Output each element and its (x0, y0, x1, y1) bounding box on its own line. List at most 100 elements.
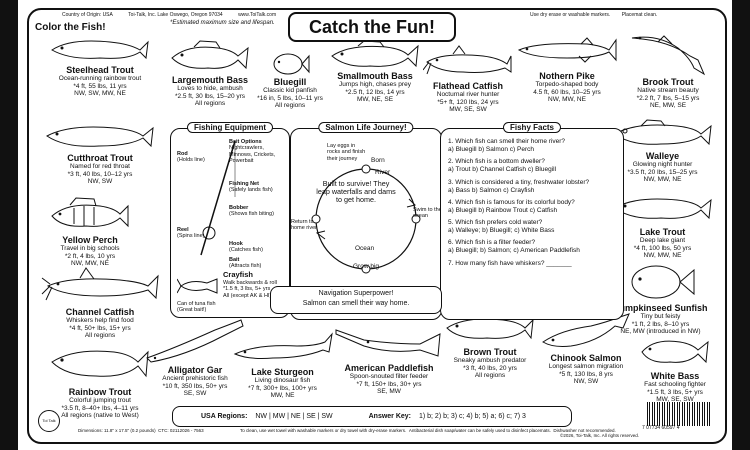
fish-bluegill: Bluegill Classic kid panfish *16 in, 5 l… (248, 52, 332, 110)
fish-desc: Fast schooling fighter (644, 381, 706, 389)
fish-stat: *16 in, 5 lbs, 10–11 yrs (257, 94, 323, 102)
fish-region: SE, SW (183, 390, 207, 398)
fish-name: Channel Catfish (65, 307, 135, 317)
rod-label: Rod(Holds line) (177, 151, 205, 164)
fact-question-2: 2. Which fish is a bottom dweller?a) Tro… (448, 158, 618, 174)
fish-name: Pumpkinseed Sunfish (613, 303, 708, 313)
fish-stat: *3.5 ft, 8–40+ lbs, 4–11 yrs (61, 404, 139, 412)
bluegill-drawing (273, 53, 310, 75)
bobber-label: Bobber(Shows fish biting) (229, 205, 285, 218)
fish-desc: Living dinosaur fish (254, 377, 311, 385)
bait-sub: (Attracts fish) (229, 263, 262, 270)
fish-name: Nothern Pike (539, 71, 595, 81)
fish-region: NE, MW (introduced in NW) (620, 328, 701, 336)
fish-stat: *7 ft, 150+ lbs, 30+ yrs (356, 380, 422, 388)
fact-question-5: 5. Which fish prefers cold water?a) Wall… (448, 219, 618, 235)
nav-line-1: Navigation Superpower! (318, 290, 394, 297)
fish-stat: *2.5 ft, 30 lbs, 15–20 yrs (174, 92, 246, 100)
northern-pike-drawing (517, 37, 617, 63)
fish-name: Largemouth Bass (171, 75, 249, 85)
fish-desc: Sneaky ambush predator (453, 357, 527, 365)
fishing-rod-icon (200, 140, 236, 256)
rod-label-text: Rod (177, 151, 188, 157)
born-label: Born (371, 157, 385, 164)
fish-desc: Torpedo-shaped body (535, 81, 599, 89)
fish-yellow-perch: Yellow Perch Travel in big schools *2 ft… (35, 196, 145, 268)
question-text: 6. Which fish is a filter feeder? (448, 239, 536, 247)
fish-stat: *3 ft, 40 lbs, 20 yrs (463, 364, 517, 372)
fish-name: Brook Trout (642, 77, 694, 87)
header-origin-line: Country of Origin: USA Toi-Talk, Inc. La… (62, 12, 290, 18)
bait-options-sub: Nightcrawlers, Minnows, Crickets, Powerb… (229, 145, 276, 164)
fishy-facts-list: 1. Which fish can smell their home river… (448, 138, 618, 272)
bait-text: Bait (229, 257, 240, 263)
origin-text: Country of Origin: USA (62, 12, 113, 18)
crayfish-name: Crayfish (223, 270, 254, 279)
question-text: 7. How many fish have whiskers? _______ (448, 259, 572, 267)
fish-name: Brown Trout (463, 347, 517, 357)
hook-label: Hook(Catches fish) (229, 241, 285, 254)
fish-region: MW, SE, SW (449, 106, 487, 114)
alligator-gar-drawing (146, 319, 244, 363)
fish-northern-pike: Nothern Pike Torpedo-shaped body 4.5 ft,… (512, 30, 622, 104)
fish-steelhead-trout: Steelhead Trout Ocean-running rainbow tr… (35, 36, 165, 98)
regions-answer-bar: USA Regions: NW | MW | NE | SE | SW Answ… (172, 406, 572, 427)
crayfish-region: All (except AK & HI) (223, 292, 272, 299)
fishing-net-sub: (Safely lands fish) (229, 187, 273, 194)
fish-name: Rainbow Trout (68, 387, 132, 397)
lake-trout-drawing (613, 198, 712, 220)
fish-stat: *4 ft, 55 lbs, 11 yrs (73, 82, 127, 90)
bobber-text: Bobber (229, 205, 249, 211)
lay-eggs-label: Lay eggs in rocks and finish their journ… (327, 143, 366, 162)
fish-stat: *3 ft, 40 lbs, 10–12 yrs (67, 170, 133, 178)
crayfish-drawing (177, 278, 218, 294)
fish-stat: *5+ ft, 120 lbs, 24 yrs (437, 98, 499, 106)
clean-text: To clean, use wet towel with washable ma… (240, 428, 407, 433)
brook-trout-drawing (631, 35, 706, 76)
channel-catfish-drawing (41, 267, 159, 301)
pumpkinseed-sunfish-drawing (631, 265, 694, 299)
fish-american-paddlefish: American Paddlefish Spoon-snouted filter… (330, 322, 448, 396)
company-text: Toi-Talk, Inc. Lake Oswego, Oregon 97034 (128, 12, 223, 18)
fish-stat: *4 ft, 50+ lbs, 15+ yrs (69, 324, 131, 332)
return-label: Return to home river (291, 219, 317, 232)
fact-question-7: 7. How many fish have whiskers? _______ (448, 260, 618, 268)
fish-region: SE, MW (377, 388, 401, 396)
smallmouth-bass-drawing (331, 40, 419, 68)
page-title: Catch the Fun! (288, 12, 456, 42)
fish-desc: Ocean-running rainbow trout (58, 75, 142, 83)
answer-options: a) Bluegill; b) Salmon; c) American Padd… (448, 247, 580, 255)
can-sub: (Great bait!) (177, 307, 207, 314)
fish-stat: *3.5 ft, 20 lbs, 15–25 yrs (627, 168, 698, 176)
fish-region: MW, SE, SW (656, 396, 694, 404)
bait-options-text: Bait Options (229, 139, 262, 145)
fish-region: NE, MW, SE (649, 102, 687, 110)
can-text: Can of tuna fish (177, 301, 216, 307)
navigation-superpower-box: Navigation Superpower! Salmon can smell … (270, 286, 442, 314)
reel-label: Reel(Spins line) (177, 227, 205, 240)
fish-desc: Classic kid panfish (263, 87, 317, 95)
salmon-life-journey-title: Salmon Life Journey! (318, 122, 414, 133)
dimensions-text: Dimensions: 11.8" x 17.5" (0.2 pounds) (78, 428, 156, 433)
fish-stat: *4 ft, 100 lbs, 50 yrs (633, 244, 692, 252)
crayfish-info: Walk backwards & roll*1.5 ft, 3 lbs, 5+ … (223, 280, 287, 299)
fish-name: Lake Sturgeon (251, 367, 314, 377)
fishing-net-text: Fishing Net (229, 181, 259, 187)
fishing-equipment-title: Fishing Equipment (187, 122, 273, 133)
regions-label: USA Regions: (201, 413, 248, 420)
question-text: 1. Which fish can smell their home river… (448, 138, 566, 145)
fishing-equipment-panel: Fishing Equipment Rod(Holds line) Bait O… (170, 122, 290, 318)
fish-desc: Spoon-snouted filter feeder (349, 373, 429, 381)
fish-name: Steelhead Trout (66, 65, 134, 75)
fish-desc: Ancient prehistoric fish (162, 375, 228, 383)
crayfish-desc: Walk backwards & roll (223, 280, 277, 286)
fish-stat: *7 ft, 300+ lbs, 100+ yrs (248, 384, 317, 392)
river-label-top: River (375, 169, 391, 176)
steelhead-trout-drawing (51, 40, 149, 60)
fish-stat: *1 ft, 2 lbs, 8–10 yrs (631, 320, 690, 328)
answer-options: a) Trout b) Channel Catfish c) Bluegill (448, 166, 557, 174)
question-text: 3. Which is considered a tiny, freshwate… (448, 178, 590, 186)
salmon-center-text: Built to survive! They leap waterfalls a… (316, 179, 396, 204)
lake-sturgeon-drawing (233, 332, 333, 359)
